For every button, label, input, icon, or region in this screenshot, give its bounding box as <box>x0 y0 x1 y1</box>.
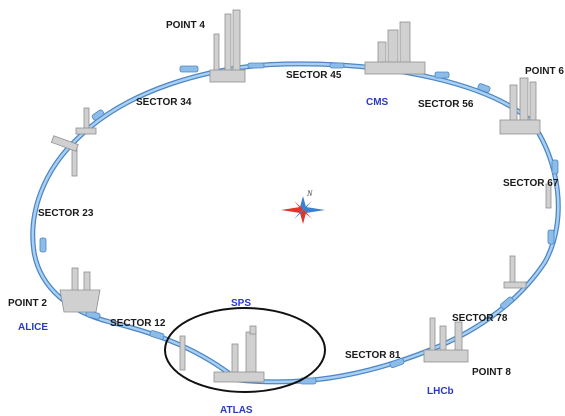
lhcb-structure <box>423 317 469 363</box>
sector34-structure <box>75 107 97 135</box>
sector67-label: SECTOR 67 <box>503 178 559 189</box>
sector23-label: SECTOR 23 <box>38 208 94 219</box>
atlas-structure <box>179 325 265 383</box>
alice-label: ALICE <box>18 322 48 333</box>
sector45-label: SECTOR 45 <box>286 70 342 81</box>
compass-north-label: N <box>306 189 313 198</box>
sector81-label: SECTOR 81 <box>345 350 401 361</box>
sector12-label: SECTOR 12 <box>110 318 166 329</box>
compass-rose-icon <box>281 196 325 224</box>
point2-label: POINT 2 <box>8 298 47 309</box>
point4-label: POINT 4 <box>166 20 205 31</box>
alice-structure <box>59 267 101 313</box>
point6-label: POINT 6 <box>525 66 564 77</box>
lhcb-label: LHCb <box>427 386 454 397</box>
point8-label: POINT 8 <box>472 367 511 378</box>
sps-ring <box>164 307 326 393</box>
sector67-structure <box>503 183 552 289</box>
lhc-ring-inner <box>31 62 560 384</box>
point6-structure <box>499 77 541 135</box>
cms-label: CMS <box>366 97 389 108</box>
sector34-label: SECTOR 34 <box>136 97 192 108</box>
point4-structure <box>209 9 246 83</box>
cms-structure <box>364 21 426 75</box>
sector56-label: SECTOR 56 <box>418 99 474 110</box>
sector78-label: SECTOR 78 <box>452 313 508 324</box>
sps-label: SPS <box>231 298 251 309</box>
ring-magnets <box>39 62 559 385</box>
sector23-structure <box>50 135 79 177</box>
atlas-label: ATLAS <box>220 405 253 416</box>
